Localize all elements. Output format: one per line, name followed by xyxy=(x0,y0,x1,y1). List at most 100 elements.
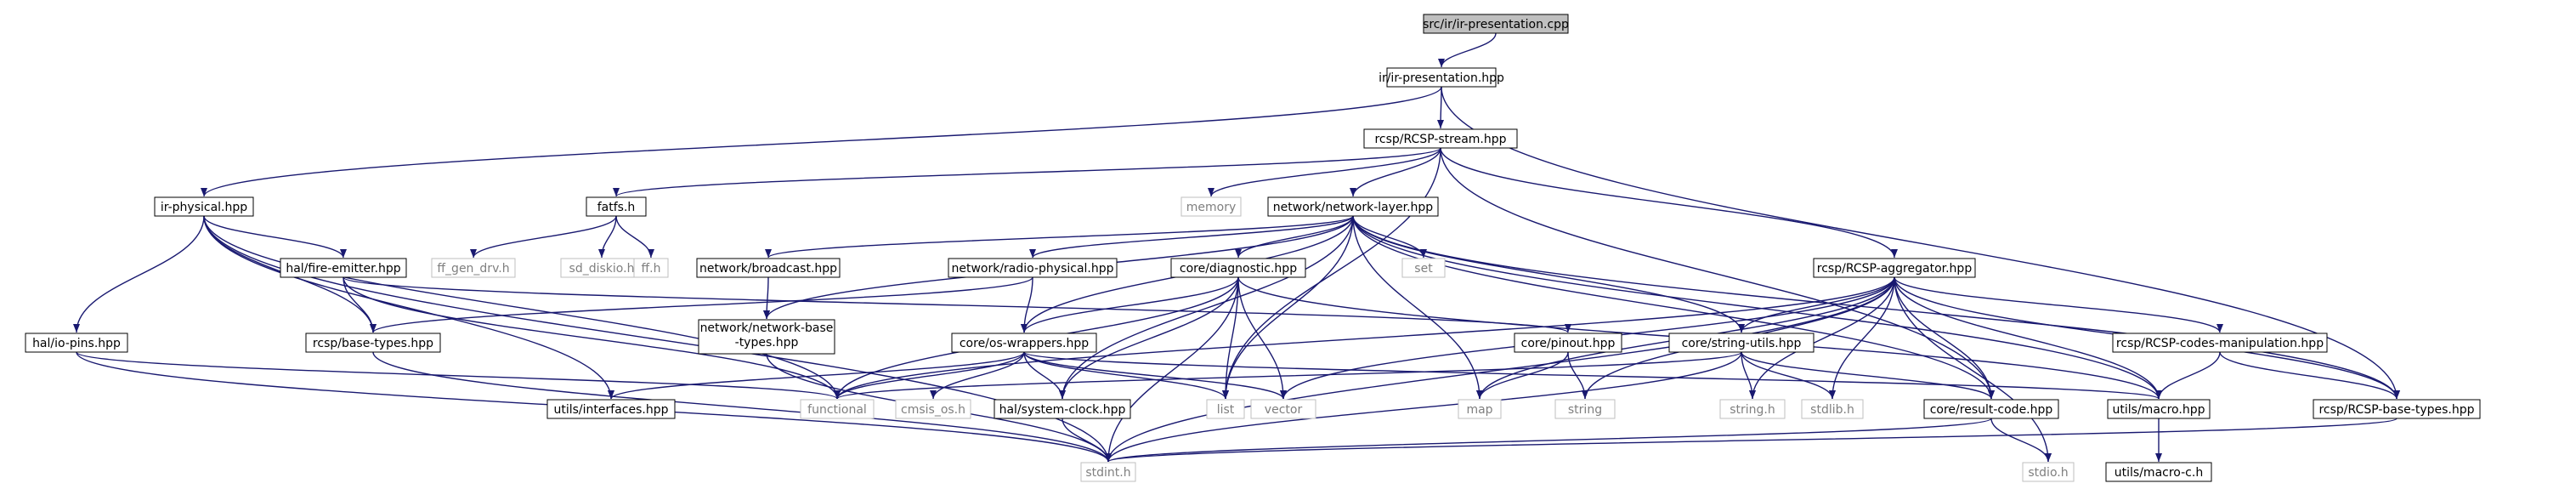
node-string: string xyxy=(1554,399,1616,419)
node-label: utils/interfaces.hpp xyxy=(554,403,669,417)
node-label: network/network-base-types.hpp xyxy=(700,321,834,350)
node-oswrap[interactable]: core/os-wrappers.hpp xyxy=(951,333,1097,353)
node-label: cmsis_os.h xyxy=(901,403,965,417)
node-strutils[interactable]: core/string-utils.hpp xyxy=(1668,333,1815,353)
edge-strutils-to-stdint xyxy=(1105,351,1742,463)
node-fireem[interactable]: hal/fire-emitter.hpp xyxy=(280,258,407,278)
node-cmsis: cmsis_os.h xyxy=(895,399,971,419)
edge-strutils-to-stdlib xyxy=(1741,351,1836,400)
node-ffh: ff.h xyxy=(633,258,669,278)
node-box xyxy=(1923,399,2059,419)
edge-strutils-to-stringh xyxy=(1741,351,1756,400)
node-map: map xyxy=(1458,399,1502,419)
node-fatfs[interactable]: fatfs.h xyxy=(586,196,647,217)
edge-netlayer-to-diag xyxy=(1235,215,1354,259)
node-netlayer[interactable]: network/network-layer.hpp xyxy=(1267,196,1439,217)
node-label: core/pinout.hpp xyxy=(1521,337,1616,350)
nodes-layer: src/ir/ir-presentation.cpp ir/ir-presenta… xyxy=(25,14,2481,482)
node-label: ff_gen_drv.h xyxy=(437,262,509,276)
node-label: string xyxy=(1568,403,1602,417)
node-label: functional xyxy=(807,403,867,417)
node-stream[interactable]: rcsp/RCSP-stream.hpp xyxy=(1363,128,1518,149)
edge-aggr-to-stdlib xyxy=(1829,276,1895,400)
edge-netlayer-to-broadcast xyxy=(765,215,1354,259)
node-box xyxy=(1423,14,1569,34)
edge-oswrap-to-functional xyxy=(834,351,1025,400)
edge-stream-to-memory xyxy=(1208,147,1441,197)
node-stringh: string.h xyxy=(1719,399,1786,419)
node-label: utils/macro-c.h xyxy=(2115,466,2203,480)
node-result[interactable]: core/result-code.hpp xyxy=(1923,399,2059,419)
edge-stream-to-netlayer xyxy=(1350,147,1441,197)
node-label: network/network-layer.hpp xyxy=(1273,201,1434,214)
edge-iopins-to-functional xyxy=(76,351,841,400)
node-diag[interactable]: core/diagnostic.hpp xyxy=(1170,258,1306,278)
node-netbase[interactable]: network/network-base-types.hpp xyxy=(698,319,835,355)
edge-codesman-to-rcspbase xyxy=(2219,351,2400,400)
edge-diag-to-list xyxy=(1222,276,1239,400)
edge-codesman-to-macro xyxy=(2155,351,2221,400)
node-box xyxy=(951,333,1097,353)
node-label: ir/ir-presentation.hpp xyxy=(1379,71,1504,85)
node-label: utils/macro.hpp xyxy=(2113,403,2205,417)
edge-result-to-stdio xyxy=(1990,418,2052,463)
node-box xyxy=(696,258,841,278)
node-rcspbase[interactable]: rcsp/RCSP-base-types.hpp xyxy=(2313,399,2481,419)
node-label: core/result-code.hpp xyxy=(1930,403,2053,417)
node-box xyxy=(25,333,128,353)
node-box xyxy=(1386,67,1497,88)
edge-radio-to-basetypes xyxy=(370,276,1033,333)
node-irphys[interactable]: ir-physical.hpp xyxy=(154,196,254,217)
edge-result-to-stdint xyxy=(1105,418,1992,463)
edge-netlayer-to-list xyxy=(1222,215,1354,400)
edge-rcspbase-to-stdint xyxy=(1105,418,2398,463)
edge-stream-to-aggr xyxy=(1440,147,1898,259)
edge-irpres-to-irphys xyxy=(201,86,1442,197)
node-label: core/os-wrappers.hpp xyxy=(960,337,1089,350)
node-stdio: stdio.h xyxy=(2022,462,2075,482)
node-macro[interactable]: utils/macro.hpp xyxy=(2107,399,2211,419)
node-box xyxy=(154,196,254,217)
node-box xyxy=(1170,258,1306,278)
edge-fatfs-to-sddisk xyxy=(598,215,617,259)
edge-radio-to-oswrap xyxy=(1021,276,1033,333)
node-irpres[interactable]: ir/ir-presentation.hpp xyxy=(1379,67,1504,88)
node-box xyxy=(698,319,835,355)
node-box xyxy=(633,258,669,278)
node-pinout[interactable]: core/pinout.hpp xyxy=(1514,333,1622,353)
node-broadcast[interactable]: network/broadcast.hpp xyxy=(696,258,841,278)
node-macroc[interactable]: utils/macro-c.h xyxy=(2105,462,2212,482)
node-stdlib: stdlib.h xyxy=(1801,399,1864,419)
node-label: list xyxy=(1217,403,1235,417)
edge-aggr-to-stdio xyxy=(1894,276,2052,463)
node-radio[interactable]: network/radio-physical.hpp xyxy=(948,258,1118,278)
edge-oswrap-to-sysclock xyxy=(1023,351,1066,400)
node-box xyxy=(895,399,971,419)
node-label: rcsp/RCSP-stream.hpp xyxy=(1374,133,1506,146)
node-label: fatfs.h xyxy=(597,201,636,214)
node-iopins[interactable]: hal/io-pins.hpp xyxy=(25,333,128,353)
edge-stream-to-result xyxy=(1440,147,1995,400)
edge-aggr-to-macro xyxy=(1894,276,2162,400)
node-vector: vector xyxy=(1250,399,1316,419)
node-box xyxy=(800,399,875,419)
edge-netlayer-to-result xyxy=(1352,215,1995,400)
edge-stream-to-fatfs xyxy=(613,147,1441,197)
node-label: sd_diskio.h xyxy=(569,262,635,276)
edge-fatfs-to-ffgen xyxy=(470,215,617,259)
node-aggr[interactable]: rcsp/RCSP-aggregator.hpp xyxy=(1813,258,1976,278)
node-box xyxy=(1813,258,1976,278)
edge-aggr-to-strutils xyxy=(1738,276,1895,333)
node-stdint: stdint.h xyxy=(1080,462,1136,482)
node-label: vector xyxy=(1265,403,1303,417)
node-box xyxy=(546,399,676,419)
node-ifaces[interactable]: utils/interfaces.hpp xyxy=(546,399,676,419)
node-root[interactable]: src/ir/ir-presentation.cpp xyxy=(1423,14,1569,34)
edge-netlayer-to-set xyxy=(1352,215,1427,259)
node-basetypes[interactable]: rcsp/base-types.hpp xyxy=(305,333,441,353)
edge-pinout-to-map xyxy=(1476,351,1569,400)
node-sysclock[interactable]: hal/system-clock.hpp xyxy=(994,399,1131,419)
node-label: network/broadcast.hpp xyxy=(699,262,837,276)
node-codesman[interactable]: rcsp/RCSP-codes-manipulation.hpp xyxy=(2112,333,2328,353)
edge-netlayer-to-radio xyxy=(1029,215,1354,259)
